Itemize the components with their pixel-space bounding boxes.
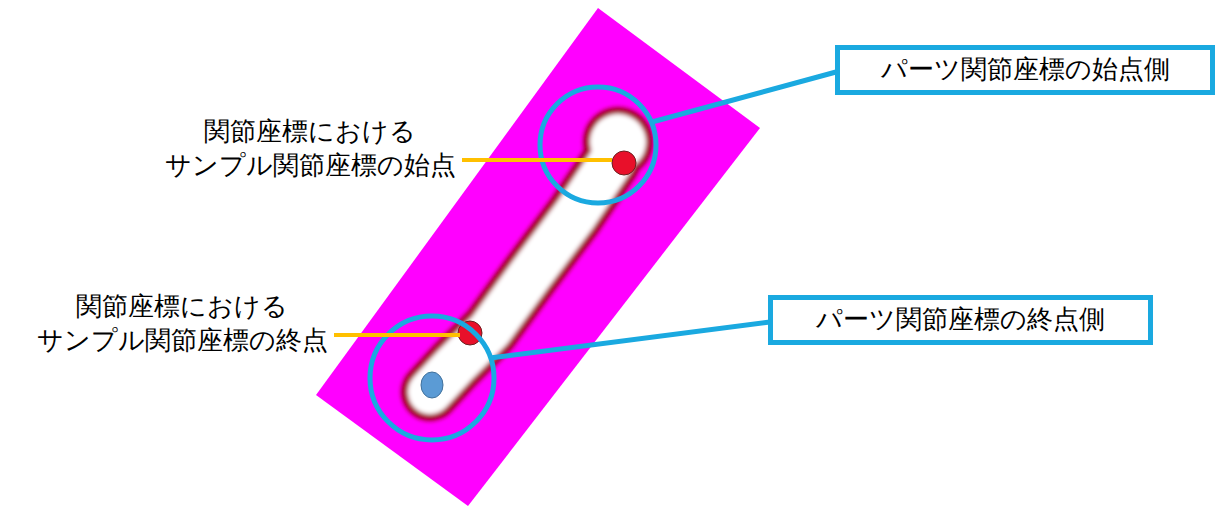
callout-line: [652, 72, 836, 122]
box-text: パーツ関節座標の終点側: [816, 304, 1105, 335]
start-circle: [540, 87, 656, 203]
leader-line: [334, 333, 460, 337]
callout-box: パーツ関節座標の始点側: [835, 45, 1215, 95]
annotation-label: 関節座標における サンプル関節座標の終点: [22, 290, 342, 358]
start-dot: [612, 151, 636, 175]
magenta-rect: [316, 8, 760, 506]
leader-line: [462, 158, 612, 162]
blue-dot: [421, 372, 443, 398]
callout-line: [490, 322, 770, 358]
box-text: パーツ関節座標の始点側: [881, 54, 1170, 85]
annotation-label: 関節座標における サンプル関節座標の始点: [160, 115, 460, 183]
bone-fill: [430, 160, 612, 392]
callout-box: パーツ関節座標の終点側: [768, 295, 1153, 345]
bone-outline: [430, 160, 612, 392]
